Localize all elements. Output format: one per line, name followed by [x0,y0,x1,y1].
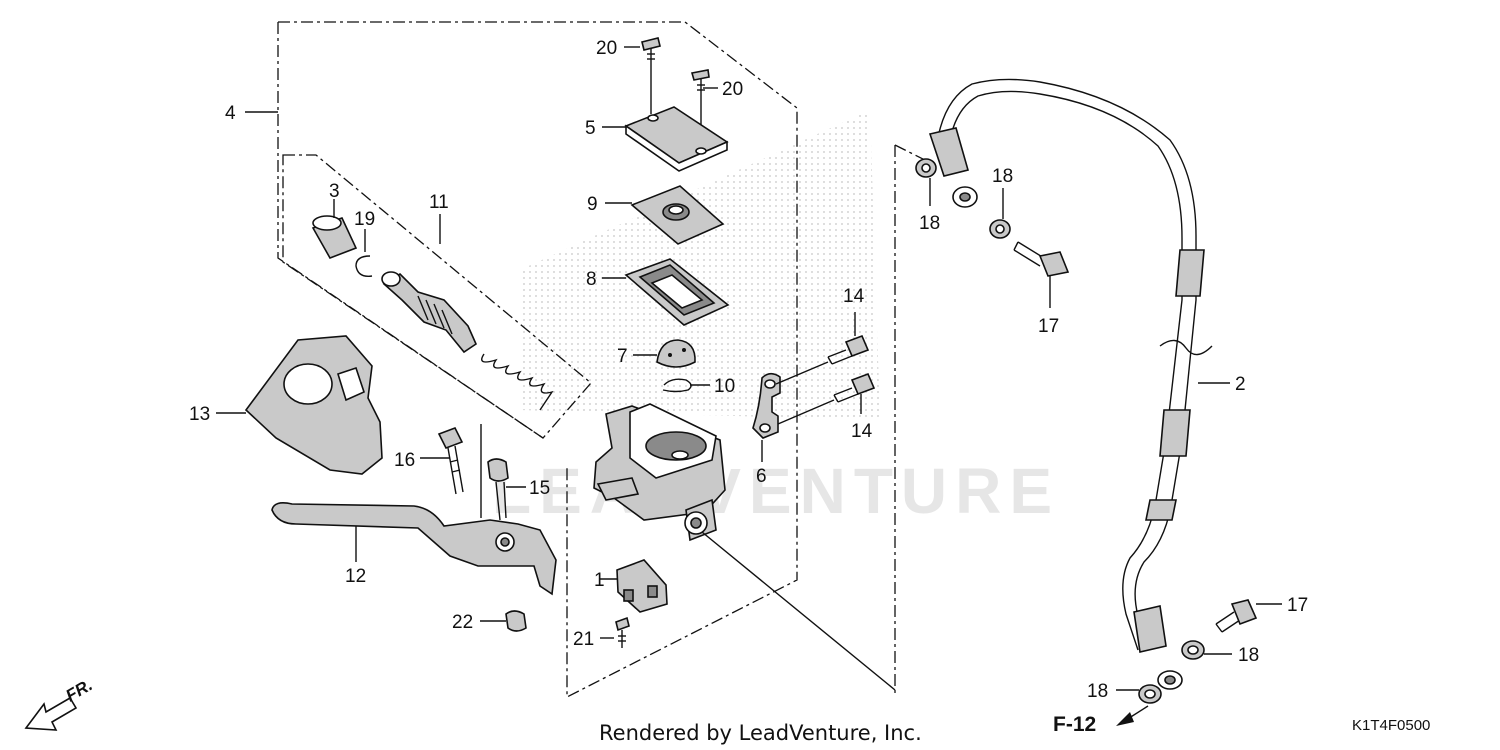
washer-18-d [1116,684,1162,704]
callout-4: 4 [225,103,236,124]
callout-18-b: 18 [992,166,1013,187]
piston-11 [381,214,478,354]
boot-7 [633,339,696,368]
callout-20-b: 20 [722,79,743,100]
callout-14-upper: 14 [843,286,865,307]
callout-22: 22 [452,612,473,633]
reservoir-cap-5 [602,106,729,172]
stop-switch-1 [600,559,668,613]
callout-13: 13 [189,404,210,425]
callout-6: 6 [756,466,767,487]
reference-arrow [1116,705,1149,726]
circlip-19 [355,229,373,277]
callout-10: 10 [714,376,735,397]
watermark: LEADVENTURE [492,110,1060,527]
washer-18-a [915,158,937,206]
lever-cover-13 [216,335,383,475]
callout-7: 7 [617,346,628,367]
callout-21: 21 [573,629,594,650]
piston-boot-3 [311,199,358,259]
callout-9: 9 [587,194,598,215]
screw-20b [690,69,718,148]
nut-22 [480,610,527,632]
master-cylinder-body [593,403,896,691]
callout-8: 8 [586,269,597,290]
callout-11: 11 [429,192,449,213]
brake-lever-12 [271,502,557,596]
screw-20a [624,37,661,114]
footer-credit: Rendered by LeadVenture, Inc. [599,721,922,745]
pivot-15 [487,458,526,521]
callout-1: 1 [594,570,605,591]
banjo-bolt-17-upper [1013,241,1070,308]
callout-17-upper: 17 [1038,316,1059,337]
diaphragm-plate-9 [605,185,725,245]
screw-21 [600,616,630,648]
callout-16: 16 [394,450,415,471]
callout-18-c: 18 [1238,645,1259,666]
callout-3: 3 [329,181,340,202]
figure-code: K1T4F0500 [1352,717,1430,734]
reference-label: F-12 [1053,713,1096,736]
brake-hose-2 [928,78,1230,690]
washer-18-b [989,188,1011,239]
watermark-text: LEADVENTURE [492,455,1060,527]
circlip-10 [662,378,710,393]
callout-14-lower: 14 [851,421,873,442]
bolt-14-upper [775,312,870,385]
callout-20-a: 20 [596,38,617,59]
washer-18-c [1181,640,1232,660]
spring [481,353,554,411]
group-outlines [245,21,936,699]
callout-17-lower: 17 [1287,595,1308,616]
callout-19: 19 [354,209,375,230]
callout-2: 2 [1235,374,1246,395]
diaphragm-8 [602,258,730,326]
callout-18-a: 18 [919,213,940,234]
front-direction-arrow: FR. [24,675,96,731]
pivot-bolt-16 [420,426,464,495]
callout-18-d: 18 [1087,681,1108,702]
callout-labels: 1 2 3 4 5 6 7 8 9 10 11 12 13 14 14 15 1… [189,38,1308,702]
callout-5: 5 [585,118,596,139]
banjo-bolt-17-lower [1215,599,1282,633]
callout-12: 12 [345,566,366,587]
callout-15: 15 [529,478,550,499]
holder-6 [752,372,781,462]
bolt-14-lower [777,372,876,425]
